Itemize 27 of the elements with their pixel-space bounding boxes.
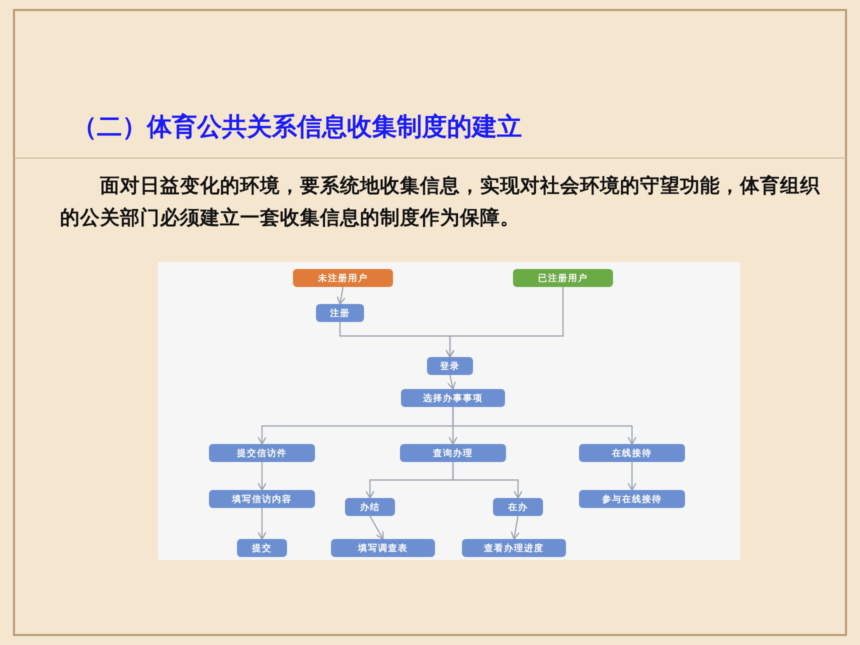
process-box: 提交信访件: [209, 444, 315, 462]
arrow: [257, 508, 267, 540]
user-box: 未注册用户: [293, 269, 393, 287]
user-box: 已注册用户: [513, 269, 613, 287]
arrow: [452, 407, 637, 445]
arrow: [627, 462, 637, 491]
arrow: [452, 462, 523, 499]
process-box: 参与在线接待: [579, 490, 685, 508]
arrow: [369, 516, 384, 540]
process-box: 查看办理进度: [462, 539, 566, 557]
process-box: 查询办理: [400, 444, 506, 462]
process-box: 填写调查表: [331, 539, 435, 557]
process-box: 填写信访内容: [209, 490, 315, 508]
arrow: [336, 286, 346, 305]
arrow: [445, 287, 564, 358]
process-box: 提交: [237, 539, 287, 557]
title: （二）体育公共关系信息收集制度的建立: [72, 111, 522, 143]
arrow: [447, 374, 456, 390]
arrow: [510, 516, 520, 540]
process-box: 办结: [345, 498, 395, 516]
process-box: 在线接待: [579, 444, 685, 462]
arrow: [257, 462, 267, 491]
process-box: 登录: [427, 357, 473, 375]
process-box: 注册: [316, 304, 364, 322]
process-box: 在办: [493, 498, 543, 516]
body-paragraph: 面对日益变化的环境，要系统地收集信息，实现对社会环境的守望功能，体育组织的公关部门必须建立一套收集信息的制度作为保障。: [60, 173, 820, 231]
process-box: 选择办事事项: [401, 389, 505, 407]
